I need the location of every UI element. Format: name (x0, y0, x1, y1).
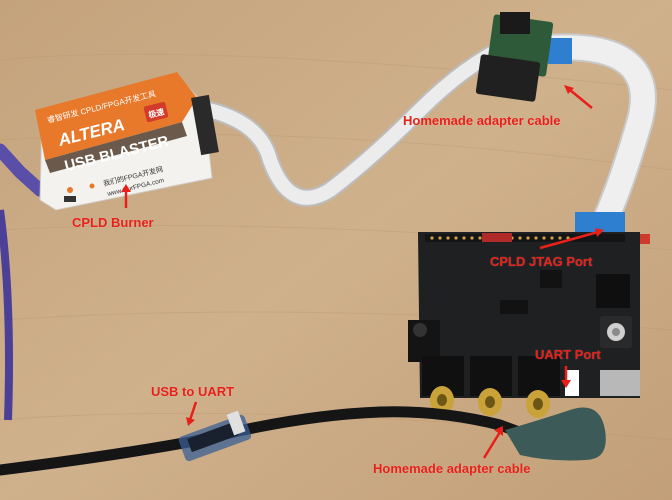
label-uart-port: UART Port (535, 347, 601, 362)
adapter-board (475, 12, 554, 102)
speed-badge: 极速 (147, 106, 165, 120)
usb-cable-blue-lower (0, 209, 13, 421)
ribbon-cable-burner-face (198, 33, 523, 205)
black-usb-cable (0, 406, 566, 476)
bnc-connectors (422, 356, 560, 418)
uart-connector (565, 370, 579, 396)
annotation-arrows (121, 85, 604, 459)
label-cpld-jtag: CPLD JTAG Port (490, 254, 593, 269)
ribbon-cable-board-face (544, 35, 655, 238)
label-adapter-top: Homemade adapter cable (403, 113, 561, 128)
usb-uart-module (178, 410, 252, 462)
usb-cable-blue (0, 143, 47, 197)
label-adapter-bottom: Homemade adapter cable (373, 461, 531, 476)
adapter-wrap-bottom (505, 407, 606, 461)
usb-blaster: 极速 睿智研发 CPLD/FPGA开发工具 ALTERA USB BLASTER… (35, 72, 219, 211)
ribbon-blue-tip-top (548, 38, 572, 64)
label-cpld-burner: CPLD Burner (72, 215, 154, 230)
label-usb-uart: USB to UART (151, 384, 235, 399)
